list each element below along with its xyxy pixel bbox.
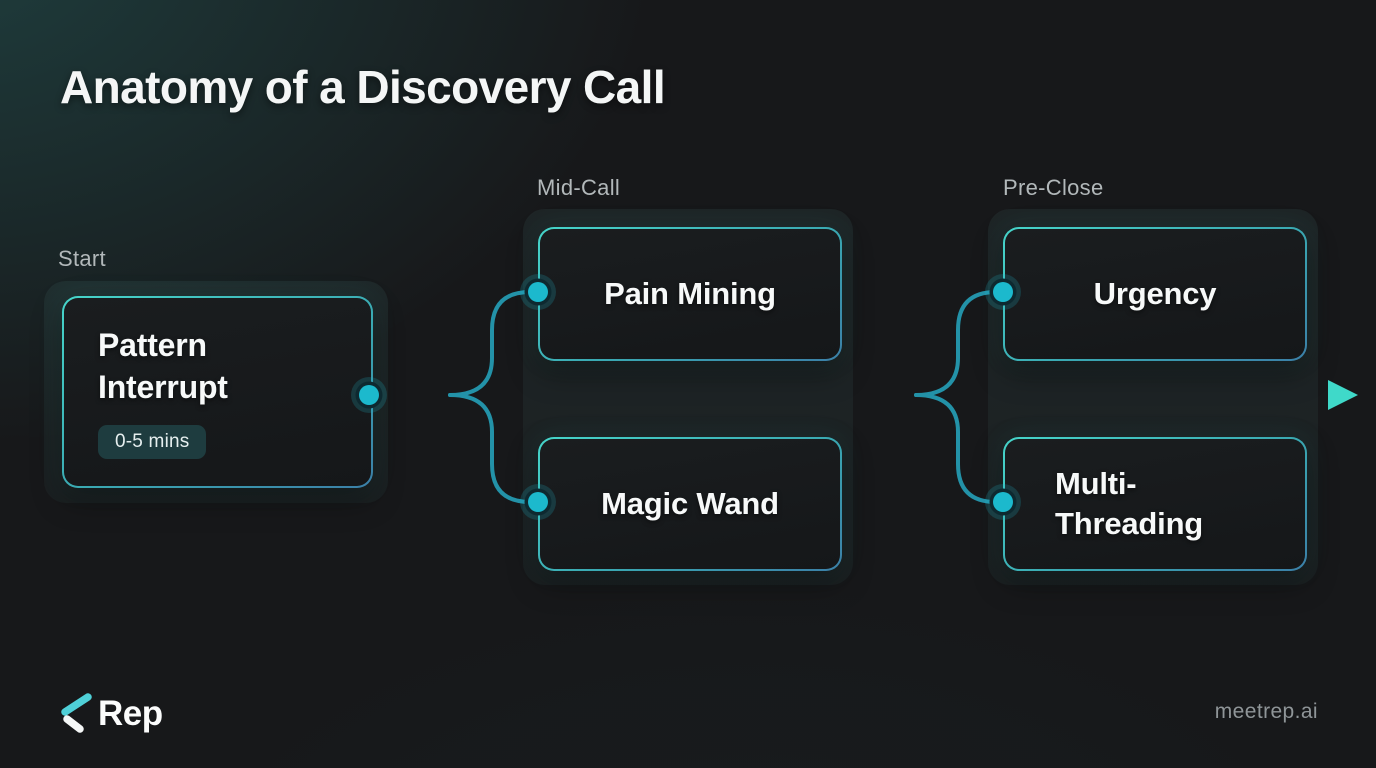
node-multi-threading: Multi-Threading — [1003, 437, 1307, 571]
stage-label-pre-close: Pre-Close — [1003, 175, 1104, 200]
stage-label-start: Start — [58, 246, 106, 271]
brand-chevron-icon — [61, 693, 92, 733]
node-title: Pattern Interrupt — [98, 327, 228, 405]
page-title: Anatomy of a Discovery Call — [60, 61, 666, 113]
stage-label-mid-call: Mid-Call — [537, 175, 621, 200]
node-magic-wand: Magic Wand — [538, 437, 842, 571]
node-pain-mining: Pain Mining — [538, 227, 842, 361]
brand-logo: Rep — [58, 692, 163, 736]
node-urgency: Urgency — [1003, 227, 1307, 361]
node-pattern-interrupt: Pattern Interrupt 0-5 mins — [62, 296, 373, 488]
brand-name: Rep — [98, 694, 163, 733]
node-title: Magic Wand — [601, 485, 779, 521]
node-title: Multi-Threading — [1055, 465, 1204, 541]
website-url: meetrep.ai — [1214, 700, 1318, 723]
duration-badge: 0-5 mins — [98, 424, 207, 459]
node-title: Pain Mining — [604, 275, 776, 311]
timeline-arrowhead-icon — [1328, 380, 1358, 410]
node-title: Urgency — [1093, 275, 1217, 311]
